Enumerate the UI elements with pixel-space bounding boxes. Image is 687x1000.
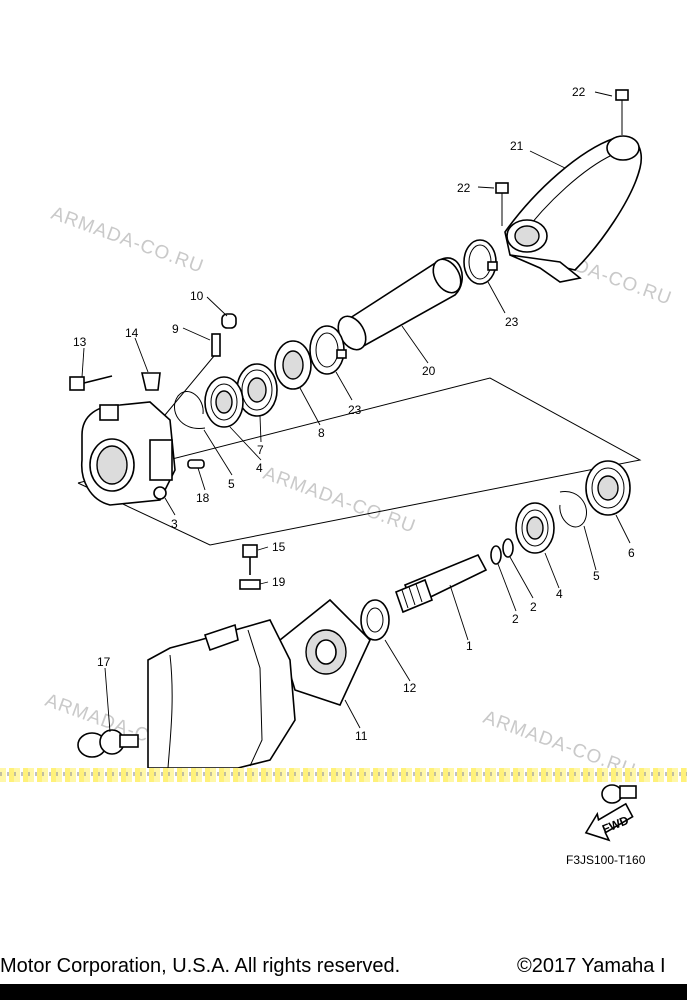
- bolt-part: [495, 182, 509, 226]
- bearing-part: [515, 502, 555, 554]
- callout-label: 21: [510, 139, 524, 153]
- callout-label: 3: [171, 517, 178, 531]
- bearing-part: [204, 376, 244, 428]
- circlip-part: [173, 391, 206, 429]
- washer-part: [360, 599, 390, 641]
- callout-label: 1: [466, 639, 473, 653]
- callout-label: 18: [196, 491, 210, 505]
- callout-label: 22: [572, 85, 586, 99]
- callout-label: 23: [348, 403, 362, 417]
- footer-left-text: Motor Corporation, U.S.A. All rights res…: [0, 955, 401, 977]
- bearing-part: [236, 363, 278, 417]
- hose-clamp-part: [309, 325, 347, 375]
- hose-part: [337, 257, 464, 351]
- callout-label: 22: [457, 181, 471, 195]
- nipple-fitting-part: [164, 333, 221, 416]
- watermark: ARMADA-CO.RU: [48, 203, 206, 278]
- anode-part: [77, 729, 139, 758]
- impeller-duct-part: [147, 619, 296, 769]
- callout-label: 9: [172, 322, 179, 336]
- leader-lines: [81, 91, 631, 733]
- impeller-housing-part: [81, 401, 176, 506]
- forward-direction-indicator: FWD: [584, 802, 634, 842]
- callout-label: 17: [97, 655, 111, 669]
- collar-part: [239, 579, 261, 590]
- fitting-part: [601, 784, 637, 804]
- callout-label: 20: [422, 364, 436, 378]
- clip-part: [140, 372, 161, 391]
- callout-label: 2: [512, 612, 519, 626]
- assembly-outline: [77, 377, 642, 546]
- callout-label: 5: [593, 569, 600, 583]
- callout-label: 13: [73, 335, 87, 349]
- circlip-part: [559, 491, 587, 528]
- copyright-footer: Motor Corporation, U.S.A. All rights res…: [0, 948, 687, 984]
- o-ring-part: [502, 538, 514, 558]
- impeller-part: [279, 598, 371, 706]
- callout-label: 14: [125, 326, 139, 340]
- callout-label: 6: [628, 546, 635, 560]
- callout-label: 4: [256, 461, 263, 475]
- callout-label: 4: [556, 587, 563, 601]
- nozzle-cover-part: [504, 105, 642, 283]
- callout-label: 5: [228, 477, 235, 491]
- callout-label: 11: [355, 729, 368, 743]
- bottom-black-bar: [0, 984, 687, 1000]
- diagram-code: F3JS100-T160: [566, 853, 646, 867]
- pin-part: [187, 459, 205, 469]
- cap-part: [221, 313, 237, 329]
- callout-labels: 22 21 22 23 20 23 10 9 14 13 8 7 4 5 18 …: [73, 85, 635, 743]
- callout-label: 8: [318, 426, 325, 440]
- scan-artifact-dots: [0, 772, 687, 776]
- oil-seal-part: [274, 340, 312, 390]
- callout-label: 10: [190, 289, 204, 303]
- bolt-part: [242, 544, 258, 575]
- drive-shaft-part: [394, 553, 488, 614]
- o-ring-part: [490, 545, 502, 565]
- bolt-part: [69, 375, 113, 391]
- callout-label: 12: [403, 681, 417, 695]
- callout-label: 23: [505, 315, 519, 329]
- callout-label: 7: [257, 443, 264, 457]
- callout-label: 15: [272, 540, 286, 554]
- bearing-part: [585, 460, 631, 516]
- watermark: ARMADA-CO.RU: [260, 463, 418, 538]
- hose-clamp-part: [463, 239, 498, 285]
- callout-label: 2: [530, 600, 537, 614]
- callout-label: 19: [272, 575, 286, 589]
- bolt-part: [615, 89, 629, 130]
- footer-right-text: ©2017 Yamaha I: [517, 955, 666, 977]
